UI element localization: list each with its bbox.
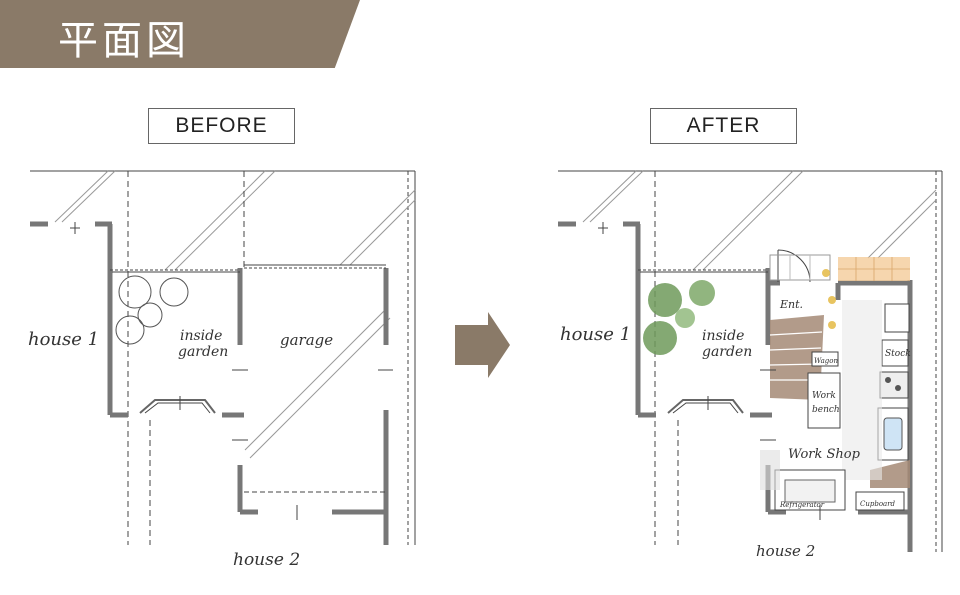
after-cupboard-label: Cupboard xyxy=(860,500,896,508)
before-label: BEFORE xyxy=(148,108,295,144)
before-house2-label: house 2 xyxy=(233,550,300,570)
after-house1-label: house 1 xyxy=(560,324,631,345)
after-refrigerator-label: Refrigerator xyxy=(779,501,825,509)
after-label: AFTER xyxy=(650,108,797,144)
after-bench-label: bench xyxy=(812,405,840,415)
after-work-label: Work xyxy=(812,391,836,401)
after-stock-label: Stock xyxy=(885,349,911,359)
before-plan xyxy=(30,170,416,545)
after-wagon-label: Wagon xyxy=(814,357,838,365)
after-plan xyxy=(558,170,943,552)
after-workshop-label: Work Shop xyxy=(788,447,861,462)
before-garage-label: garage xyxy=(280,331,333,349)
after-ent-label: Ent. xyxy=(779,298,803,311)
right-arrow-icon xyxy=(455,312,510,378)
after-house2-label: house 2 xyxy=(756,542,815,560)
after-details xyxy=(598,222,910,520)
before-garden-label: garden xyxy=(178,344,228,360)
before-inside-label: inside xyxy=(180,328,222,344)
after-inside-label: inside xyxy=(702,328,744,344)
before-house1-label: house 1 xyxy=(28,329,99,350)
after-garden-label: garden xyxy=(702,344,752,360)
page-title: 平面図 xyxy=(58,18,190,64)
title-banner xyxy=(0,0,360,68)
